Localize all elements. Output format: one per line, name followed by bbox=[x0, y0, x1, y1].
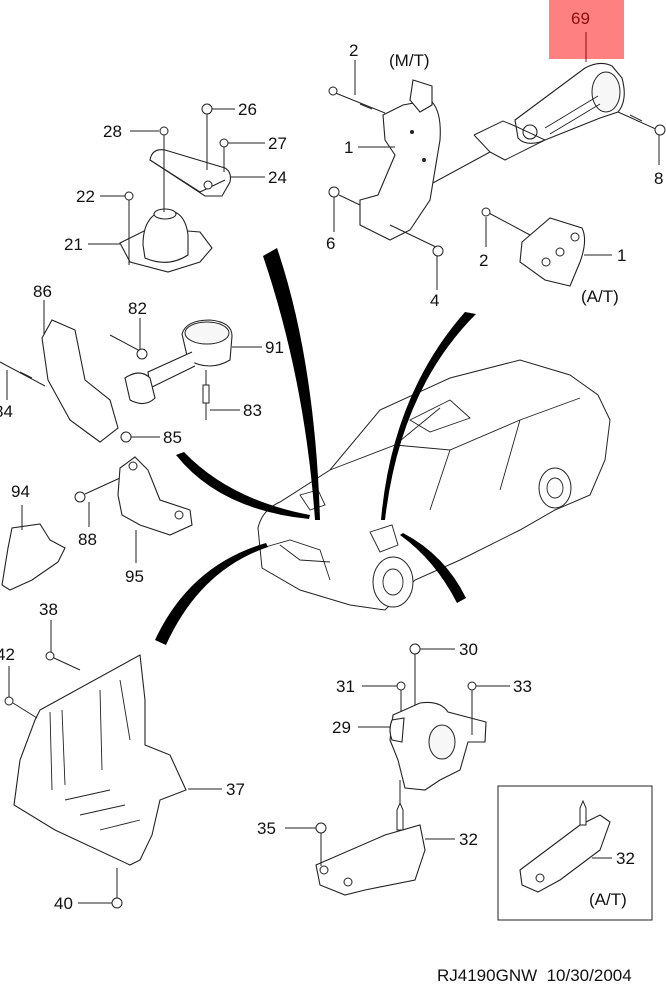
bolt-2-mt[interactable] bbox=[328, 86, 386, 114]
callout-38[interactable]: 38 bbox=[39, 600, 58, 619]
callout-86[interactable]: 86 bbox=[33, 282, 52, 301]
callout-69[interactable]: 69 bbox=[571, 9, 590, 28]
callout-84[interactable]: 84 bbox=[0, 402, 13, 421]
part-37-splash-shield[interactable] bbox=[13, 654, 187, 866]
variant-label-at-top: (A/T) bbox=[581, 287, 619, 306]
screw-42[interactable] bbox=[4, 696, 38, 719]
nut-27[interactable] bbox=[219, 138, 229, 172]
part-21-engine-mount[interactable] bbox=[119, 195, 213, 273]
callout-88[interactable]: 88 bbox=[78, 530, 97, 549]
callout-32-at[interactable]: 32 bbox=[616, 849, 635, 868]
vehicle-illustration bbox=[257, 359, 611, 611]
callout-26[interactable]: 26 bbox=[238, 100, 257, 119]
nut-85[interactable] bbox=[120, 431, 132, 443]
bolt-35[interactable] bbox=[315, 822, 327, 866]
callout-42[interactable]: 42 bbox=[0, 645, 15, 664]
part-32-mt-bracket[interactable] bbox=[315, 780, 426, 896]
part-1-at-bracket[interactable] bbox=[519, 217, 586, 287]
callout-1-mt[interactable]: 1 bbox=[344, 138, 353, 157]
callout-28[interactable]: 28 bbox=[103, 122, 122, 141]
callout-2-mt[interactable]: 2 bbox=[349, 41, 358, 60]
callout-85[interactable]: 85 bbox=[163, 428, 182, 447]
callout-91[interactable]: 91 bbox=[265, 338, 284, 357]
bolt-82[interactable] bbox=[109, 334, 148, 360]
bolt-26[interactable] bbox=[201, 103, 213, 170]
variant-label-at-bottom: (A/T) bbox=[589, 890, 627, 909]
pointer-swoosh-1 bbox=[263, 248, 320, 520]
part-29-trans-mount[interactable] bbox=[389, 701, 487, 791]
callout-40[interactable]: 40 bbox=[54, 894, 73, 913]
bolt-8[interactable] bbox=[617, 111, 666, 136]
part-24-mount-bracket[interactable] bbox=[149, 149, 231, 197]
callout-32-mt[interactable]: 32 bbox=[459, 830, 478, 849]
part-94-bracket[interactable] bbox=[1, 523, 66, 591]
part-69-torque-rod[interactable] bbox=[514, 62, 625, 144]
bolt-84[interactable] bbox=[0, 361, 46, 387]
part-32-at-bracket[interactable] bbox=[519, 799, 611, 893]
bolt-4[interactable] bbox=[389, 224, 444, 257]
callout-83[interactable]: 83 bbox=[243, 401, 262, 420]
callout-6[interactable]: 6 bbox=[326, 234, 335, 253]
callout-4[interactable]: 4 bbox=[430, 291, 439, 310]
callout-24[interactable]: 24 bbox=[268, 168, 287, 187]
variant-label-mt: (M/T) bbox=[389, 51, 430, 70]
callout-2-at[interactable]: 2 bbox=[479, 251, 488, 270]
callout-22[interactable]: 22 bbox=[76, 187, 95, 206]
callout-95[interactable]: 95 bbox=[125, 567, 144, 586]
pointer-swoosh-3 bbox=[176, 452, 310, 519]
part-95-bracket[interactable] bbox=[117, 456, 193, 536]
callout-21[interactable]: 21 bbox=[64, 235, 83, 254]
bolt-2-at[interactable] bbox=[481, 207, 531, 236]
callout-82[interactable]: 82 bbox=[128, 299, 147, 318]
callout-27[interactable]: 27 bbox=[268, 134, 287, 153]
screw-40[interactable] bbox=[111, 868, 123, 909]
bolt-30[interactable] bbox=[409, 643, 421, 705]
bolt-83[interactable] bbox=[202, 370, 210, 420]
callout-37[interactable]: 37 bbox=[226, 780, 245, 799]
nut-31[interactable] bbox=[396, 681, 406, 712]
pointer-swoosh-4 bbox=[155, 543, 268, 645]
bolt-88[interactable] bbox=[74, 477, 121, 503]
pointer-swoosh-5 bbox=[400, 533, 466, 603]
part-91-rear-mount[interactable] bbox=[124, 319, 233, 405]
callout-33[interactable]: 33 bbox=[513, 677, 532, 696]
diagram-date: 10/30/2004 bbox=[546, 966, 632, 985]
callout-94[interactable]: 94 bbox=[11, 482, 30, 501]
callout-35[interactable]: 35 bbox=[257, 819, 276, 838]
callout-1-at[interactable]: 1 bbox=[617, 246, 626, 265]
diagram-code: RJ4190GNW bbox=[437, 966, 538, 985]
callout-29[interactable]: 29 bbox=[332, 718, 351, 737]
nut-6[interactable] bbox=[328, 186, 340, 198]
diagram-footer: RJ4190GNW 10/30/2004 bbox=[437, 966, 632, 986]
callout-30[interactable]: 30 bbox=[459, 640, 478, 659]
part-1-mt-bracket[interactable] bbox=[359, 79, 441, 241]
part-86-bracket[interactable] bbox=[41, 319, 119, 443]
callout-31[interactable]: 31 bbox=[336, 677, 355, 696]
leader-6b bbox=[338, 194, 361, 206]
callout-8[interactable]: 8 bbox=[654, 169, 663, 188]
screw-38[interactable] bbox=[45, 651, 81, 671]
link-plate-edge bbox=[473, 134, 491, 153]
